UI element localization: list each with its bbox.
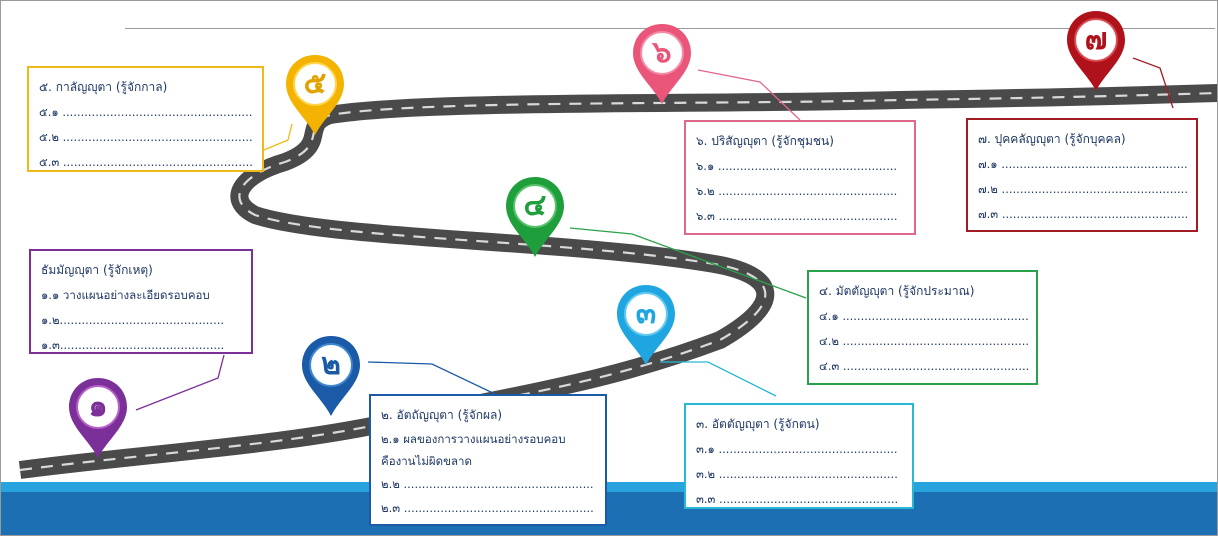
box-1-item-1: ๑.๑ วางแผนอย่างละเอียดรอบคอบ <box>41 288 210 302</box>
box-4-title: ๔. มัตตัญญุตา (รู้จักประมาณ) <box>819 284 975 298</box>
pin-7-number: ๗ <box>1084 22 1108 57</box>
pin-4-number: ๔ <box>523 188 547 223</box>
box-7-item-2: ๗.๒ ....................................… <box>978 182 1188 196</box>
box-6: ๖. ปริสัญญุตา (รู้จักชุมชน) ๖.๑ ........… <box>684 120 916 235</box>
leader-line-5 <box>263 123 293 151</box>
box-6-item-1: ๖.๑ ....................................… <box>696 159 898 173</box>
box-2-item-2: ๒.๒ ....................................… <box>381 477 594 491</box>
box-2-title: ๒. อัตถัญญุตา (รู้จักผล) <box>381 408 503 422</box>
box-4: ๔. มัตตัญญุตา (รู้จักประมาณ) ๔.๑ .......… <box>807 270 1038 385</box>
box-3-item-3: ๓.๓ ....................................… <box>696 492 899 506</box>
pin-1-number: ๑ <box>88 389 108 424</box>
box-5-item-2: ๕.๒ ....................................… <box>39 130 253 144</box>
box-5: ๕. กาลัญญุตา (รู้จักกาล) ๕.๑ ...........… <box>27 66 264 172</box>
pin-5-number: ๕ <box>303 66 327 101</box>
leader-line-2 <box>367 361 496 395</box>
box-2-item-1: ๒.๑ ผลของการวางแผนอย่างรอบคอบ <box>381 432 566 446</box>
box-2-item-3: ๒.๓ ....................................… <box>381 501 594 515</box>
map-pin-6: ๖ <box>631 22 693 106</box>
box-2-item-1-cont: คืองานไม่ผิดขลาด <box>381 454 472 468</box>
box-3-item-2: ๓.๒ ....................................… <box>696 467 898 481</box>
box-6-item-2: ๖.๒ ....................................… <box>696 184 898 198</box>
leader-line-6 <box>697 69 801 121</box>
leader-line-7 <box>1132 57 1174 109</box>
box-3-item-1: ๓.๑ ....................................… <box>696 442 898 456</box>
bottom-band-dark <box>0 492 1218 536</box>
box-5-item-3: ๕.๓ ....................................… <box>39 155 253 169</box>
leader-line-4 <box>569 227 807 299</box>
box-1: ธัมมัญญุตา (รู้จักเหตุ) ๑.๑ วางแผนอย่างล… <box>29 249 253 354</box>
box-4-item-1: ๔.๑ ....................................… <box>819 309 1028 323</box>
map-pin-3: ๓ <box>615 283 677 367</box>
box-7-title: ๗. ปุคคลัญญุตา (รู้จักบุคคล) <box>978 132 1126 146</box>
box-3-title: ๓. อัตตัญญุตา (รู้จักตน) <box>696 417 820 431</box>
box-1-item-3: ๑.๓.....................................… <box>41 338 225 352</box>
box-5-item-1: ๕.๑ ....................................… <box>39 105 253 119</box>
box-4-item-3: ๔.๓ ....................................… <box>819 359 1028 373</box>
box-7: ๗. ปุคคลัญญุตา (รู้จักบุคคล) ๗.๑ .......… <box>966 118 1198 232</box>
pin-3-number: ๓ <box>635 296 657 331</box>
map-pin-7: ๗ <box>1065 9 1127 93</box>
box-2: ๒. อัตถัญญุตา (รู้จักผล) ๒.๑ ผลของการวาง… <box>369 394 607 526</box>
leader-line-3 <box>660 361 777 397</box>
leader-line-1 <box>135 354 225 411</box>
bottom-band-light <box>0 482 1218 492</box>
box-7-item-1: ๗.๑ ....................................… <box>978 157 1188 171</box>
box-6-title: ๖. ปริสัญญุตา (รู้จักชุมชน) <box>696 134 834 148</box>
box-1-title: ธัมมัญญุตา (รู้จักเหตุ) <box>41 263 153 277</box>
pin-2-number: ๒ <box>321 347 341 382</box>
box-5-title: ๕. กาลัญญุตา (รู้จักกาล) <box>39 80 168 94</box>
map-pin-2: ๒ <box>300 334 362 418</box>
map-pin-5: ๕ <box>284 53 346 137</box>
box-1-item-2: ๑.๒.....................................… <box>41 313 225 327</box>
box-3: ๓. อัตตัญญุตา (รู้จักตน) ๓.๑ ...........… <box>684 403 914 509</box>
map-pin-1: ๑ <box>67 376 129 460</box>
box-6-item-3: ๖.๓ ....................................… <box>696 209 898 223</box>
box-4-item-2: ๔.๒ ....................................… <box>819 334 1028 348</box>
box-7-item-3: ๗.๓ ....................................… <box>978 207 1188 221</box>
pin-6-number: ๖ <box>652 35 672 70</box>
map-pin-4: ๔ <box>504 175 566 259</box>
